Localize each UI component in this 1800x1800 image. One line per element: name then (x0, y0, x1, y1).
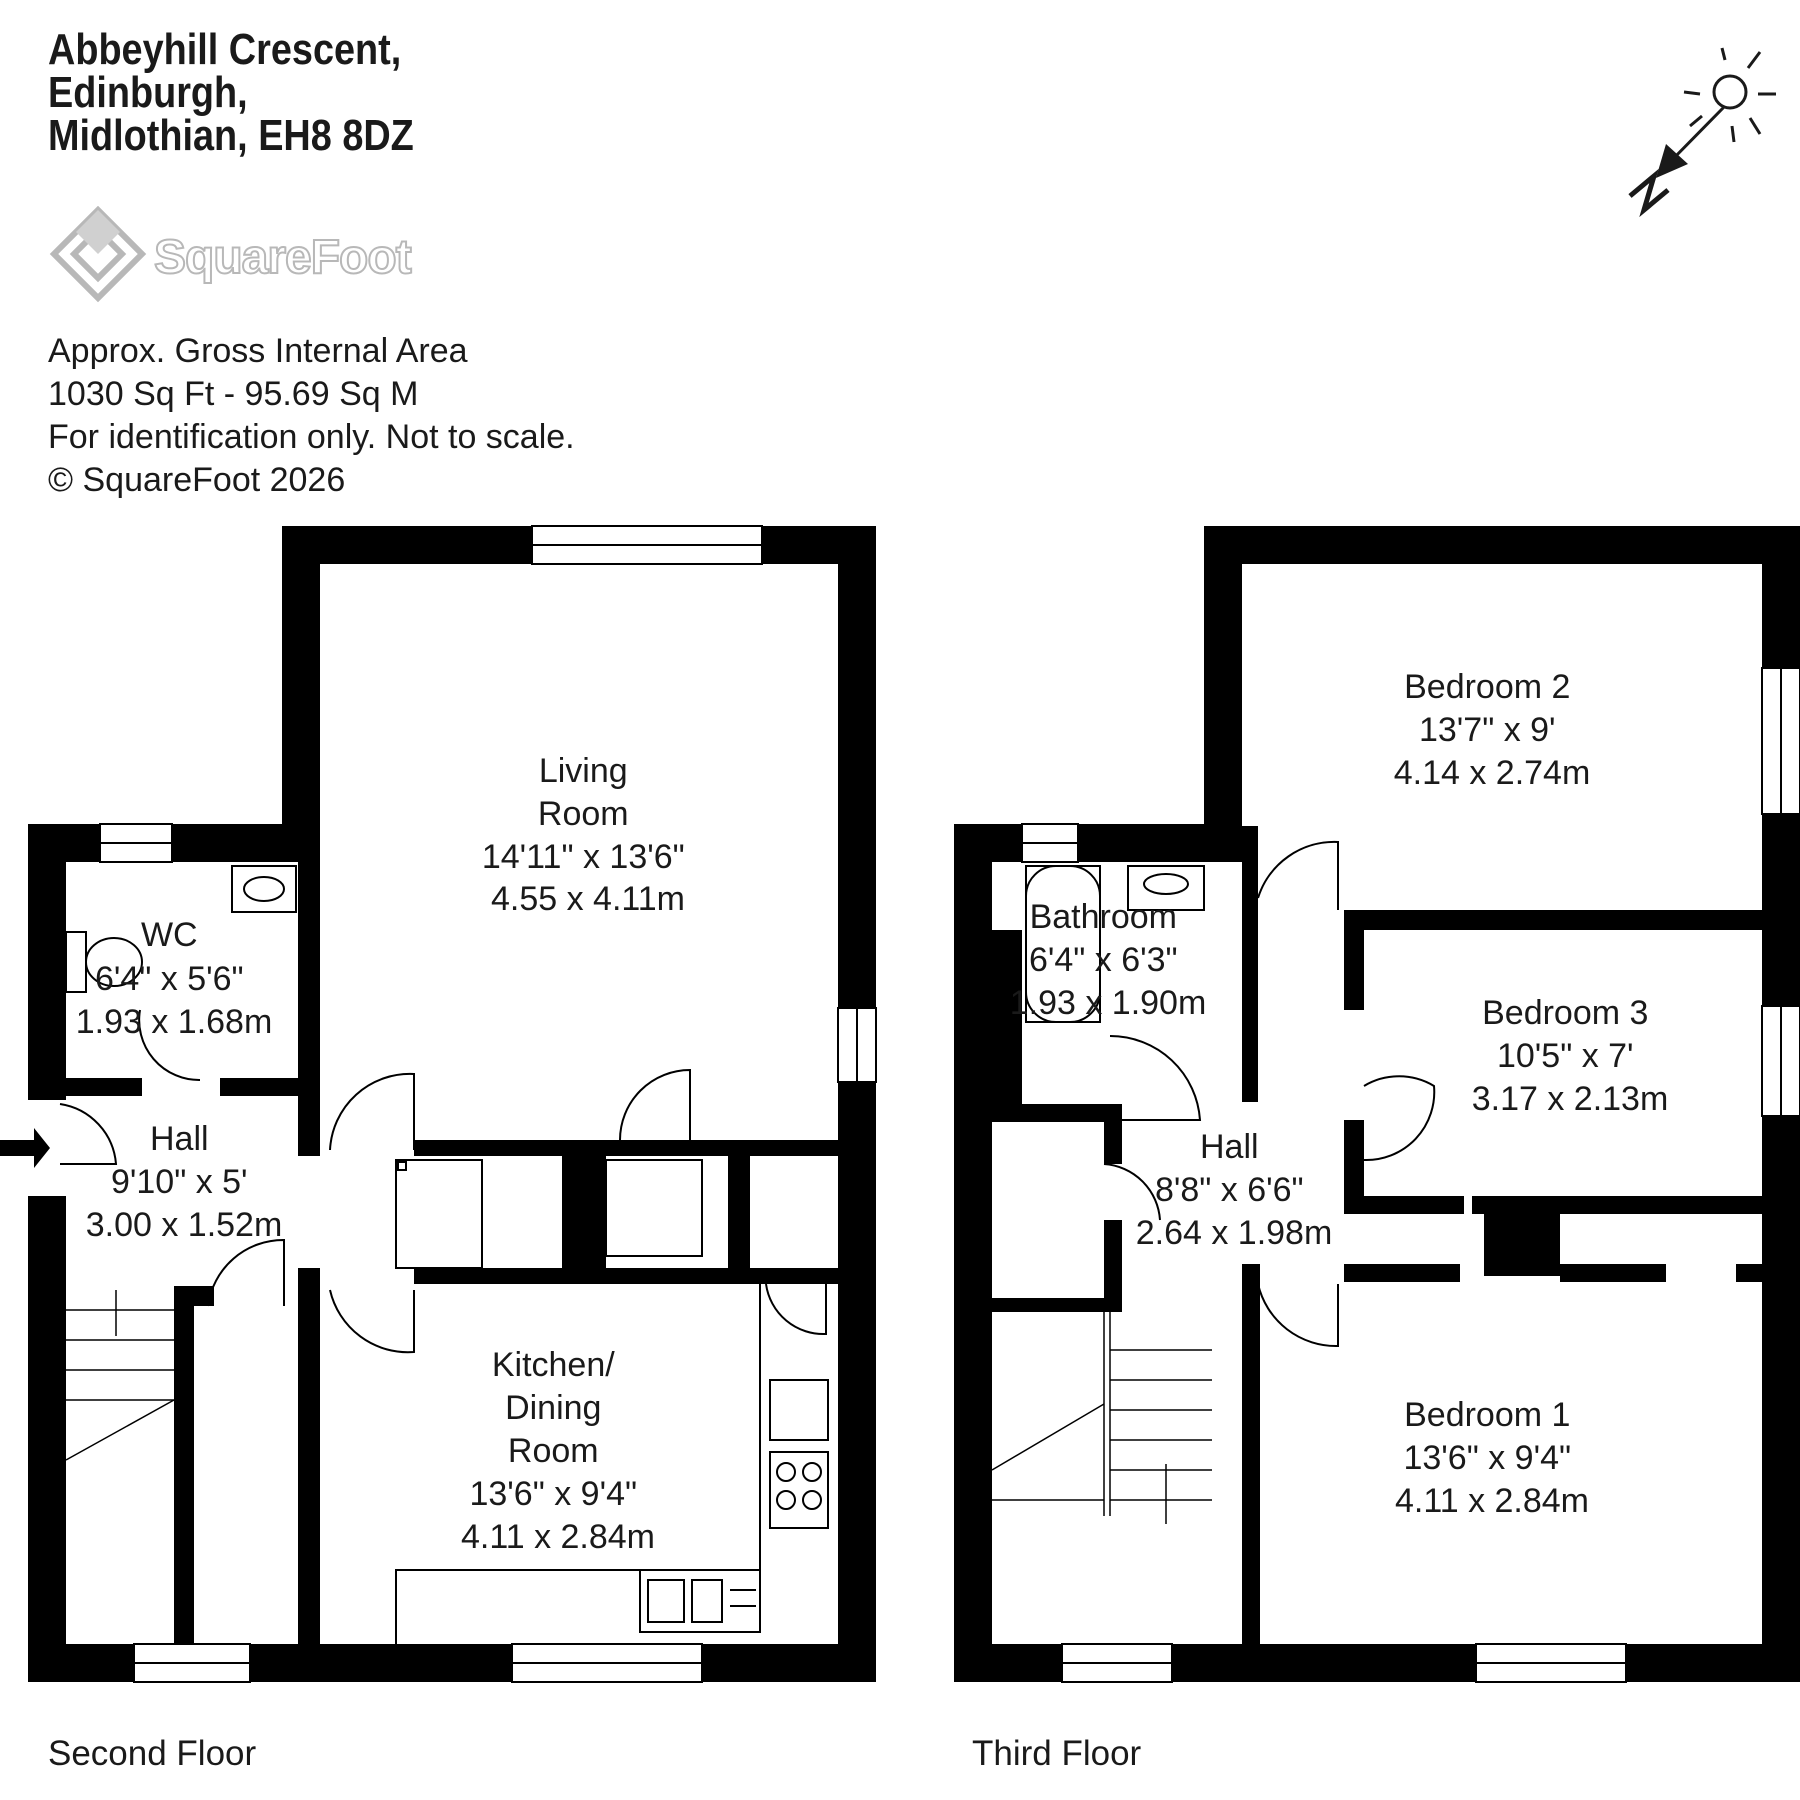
kitchen-name-1: Kitchen/ (492, 1346, 615, 1384)
bedroom-2-dims-imperial: 13'7" x 9' (1419, 711, 1556, 749)
wall-chimney (1484, 1196, 1560, 1276)
wall-top-bathroom (954, 824, 1242, 862)
north-n-icon (1628, 168, 1670, 218)
squarefoot-logo-icon (49, 205, 147, 303)
third-floor-label: Third Floor (972, 1734, 1142, 1773)
wall-store-right (1104, 1104, 1122, 1164)
kitchen-name-3: Room (508, 1432, 599, 1470)
wall-right (838, 526, 876, 1682)
wall-store-bottom (980, 1298, 1104, 1312)
wall-bath-hall (1242, 826, 1258, 1102)
address-line-3: Midlothian, EH8 8DZ (48, 111, 414, 160)
bedroom-2-label: Bedroom 2 13'7" x 9' 4.14 x 2.74m (1394, 668, 1591, 792)
wall-living-bottom (414, 1140, 852, 1156)
wall-cupboard-right (728, 1140, 750, 1280)
area-line-4: © SquareFoot 2026 (48, 461, 346, 499)
bedroom-3-dims-imperial: 10'5" x 7' (1497, 1037, 1634, 1075)
wall-bath-left-block (980, 930, 1022, 1116)
wc-name: WC (141, 916, 198, 954)
hall-3-dims-metric: 2.64 x 1.98m (1136, 1214, 1333, 1252)
wc-label: WC 6'4" x 5'6" 1.93 x 1.68m (76, 916, 273, 1041)
entrance-arrow-icon (0, 1128, 50, 1168)
logo-text: SquareFoot (153, 230, 413, 285)
second-floor-plan: Living Room 14'11" x 13'6" 4.55 x 4.11m … (0, 525, 877, 1683)
wall-wc-living (298, 826, 320, 1156)
wall-cupboard (562, 1140, 606, 1284)
living-room-label: Living Room 14'11" x 13'6" 4.55 x 4.11m (482, 752, 694, 918)
hall-2-dims-metric: 3.00 x 1.52m (86, 1206, 283, 1244)
bedroom-2-dims-metric: 4.14 x 2.74m (1394, 754, 1591, 792)
wall-bed1-top (1560, 1264, 1666, 1282)
bedroom-1-label: Bedroom 1 13'6" x 9'4" 4.11 x 2.84m (1395, 1396, 1589, 1520)
bedroom-3-label: Bedroom 3 10'5" x 7' 3.17 x 2.13m (1472, 994, 1669, 1118)
address-line-1: Abbeyhill Crescent, (48, 25, 402, 74)
wall-bed1-left (1242, 1264, 1260, 1658)
wall-top-bedroom2 (1204, 526, 1800, 564)
wall-bed1-top-right (1736, 1264, 1800, 1282)
hall-3-label: Hall 8'8" x 6'6" 2.64 x 1.98m (1136, 1128, 1333, 1252)
bathroom-name: Bathroom (1030, 898, 1177, 936)
wall-bed1-top-left (1344, 1264, 1460, 1282)
wall-bed3-bottom-left (1344, 1196, 1464, 1214)
wall-bed2-bed3 (1344, 910, 1800, 930)
living-room-dims-imperial: 14'11" x 13'6" (482, 838, 685, 876)
address-line-2: Edinburgh, (48, 68, 248, 117)
bathroom-dims-metric: 1.93 x 1.90m (1010, 984, 1207, 1022)
living-room-name-1: Living (539, 752, 628, 790)
bedroom-1-dims-metric: 4.11 x 2.84m (1395, 1482, 1589, 1520)
wall-left-upper (28, 824, 66, 1100)
wc-dims-metric: 1.93 x 1.68m (76, 1003, 273, 1041)
wall-bedroom2-left (1204, 526, 1242, 826)
kitchen-dims-imperial: 13'6" x 9'4" (469, 1475, 637, 1513)
squarefoot-logo: SquareFoot (46, 205, 426, 310)
property-address: Abbeyhill Crescent, Edinburgh, Midlothia… (48, 25, 414, 160)
wall-kitchen-top (414, 1268, 852, 1284)
wall-left-lower (28, 1196, 66, 1682)
wall-living-left (282, 526, 320, 826)
area-line-3: For identification only. Not to scale. (48, 418, 575, 456)
bedroom-2-name: Bedroom 2 (1404, 668, 1570, 706)
bathroom-label: Bathroom 6'4" x 6'3" 1.93 x 1.90m (1010, 898, 1207, 1022)
second-floor-label: Second Floor (48, 1734, 257, 1773)
kitchen-dims-metric: 4.11 x 2.84m (461, 1518, 655, 1556)
hall-2-name: Hall (150, 1120, 209, 1158)
wall-bed3-left-bottom (1344, 1120, 1364, 1210)
bedroom-3-name: Bedroom 3 (1482, 994, 1648, 1032)
bedroom-3-dims-metric: 3.17 x 2.13m (1472, 1080, 1669, 1118)
bedroom-1-dims-imperial: 13'6" x 9'4" (1403, 1439, 1571, 1477)
wall-wc-hall-right (220, 1078, 316, 1096)
living-room-name-2: Room (538, 795, 629, 833)
third-floor-plan: Bedroom 2 13'7" x 9' 4.14 x 2.74m Bathro… (954, 526, 1800, 1683)
wall-bed3-left-top (1344, 910, 1364, 1010)
hall-3-name: Hall (1200, 1128, 1259, 1166)
wall-store-right-lower (1104, 1220, 1122, 1312)
hall-2-label: Hall 9'10" x 5' 3.00 x 1.52m (86, 1120, 283, 1244)
living-room-dims-metric: 4.55 x 4.11m (491, 880, 685, 918)
bedroom-1-name: Bedroom 1 (1404, 1396, 1570, 1434)
area-info: Approx. Gross Internal Area 1030 Sq Ft -… (48, 330, 575, 502)
sun-north-compass-icon (1628, 47, 1776, 218)
hall-2-dims-imperial: 9'10" x 5' (111, 1163, 248, 1201)
wall-top-wc (28, 824, 320, 862)
wall-kitchen-left (298, 1268, 320, 1658)
wall-wc-hall-left (40, 1078, 142, 1096)
bathroom-dims-imperial: 6'4" x 6'3" (1029, 941, 1178, 979)
area-line-2: 1030 Sq Ft - 95.69 Sq M (48, 375, 419, 413)
hall-3-dims-imperial: 8'8" x 6'6" (1155, 1171, 1304, 1209)
wc-dims-imperial: 6'4" x 5'6" (95, 960, 244, 998)
wall-stair (174, 1286, 194, 1658)
kitchen-label: Kitchen/ Dining Room 13'6" x 9'4" 4.11 x… (461, 1346, 655, 1556)
area-line-1: Approx. Gross Internal Area (48, 332, 468, 370)
kitchen-name-2: Dining (505, 1389, 601, 1427)
